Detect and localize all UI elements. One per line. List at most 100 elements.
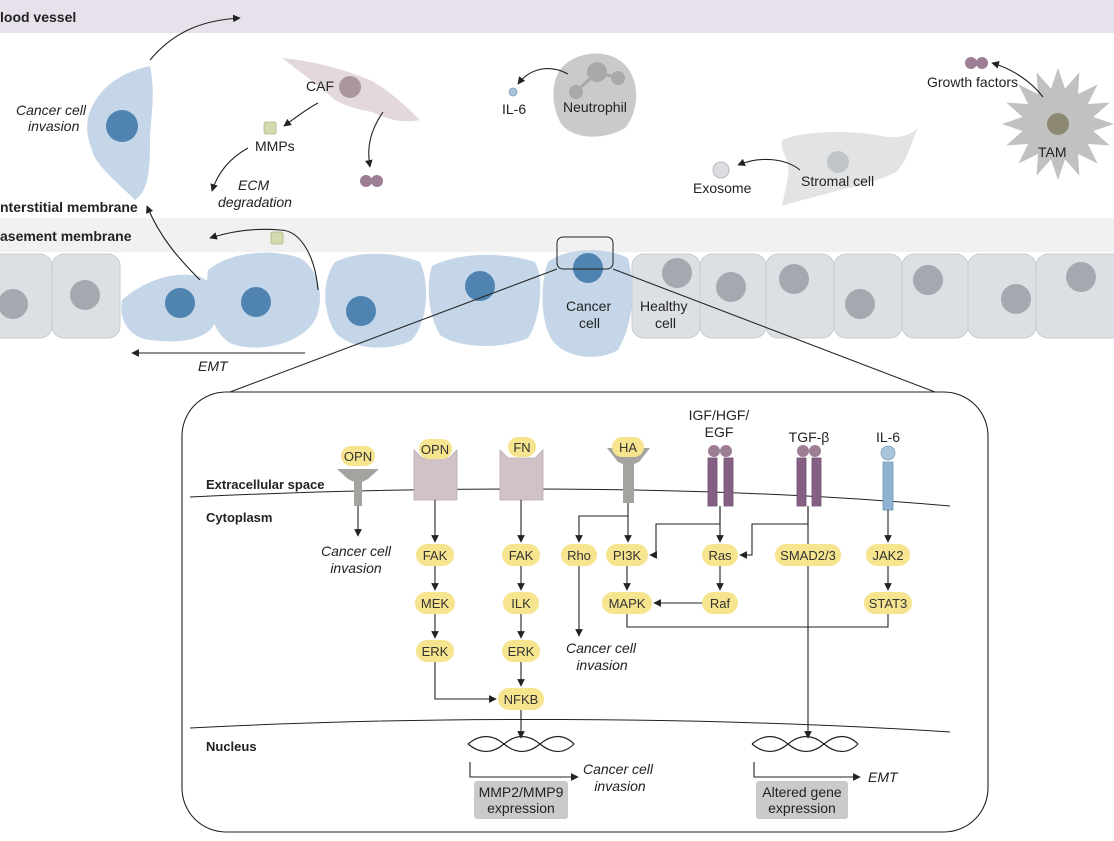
il6-label: IL-6	[502, 101, 526, 117]
altered-expression-box	[756, 781, 848, 819]
igf-label-1: IGF/HGF/	[689, 407, 750, 423]
rho-invasion-label-2: invasion	[576, 657, 628, 673]
altered-expression-label-2: expression	[768, 800, 836, 816]
svg-text:STAT3: STAT3	[869, 596, 908, 611]
svg-text:NFKB: NFKB	[504, 692, 539, 707]
invading-cancer-nucleus	[106, 110, 138, 142]
opn2-ligand-pill	[419, 439, 452, 459]
ha-receptor	[607, 448, 650, 503]
cancer-cell-label-2: cell	[579, 315, 600, 331]
healthy-cells-left	[0, 253, 121, 339]
fn-receptor	[499, 449, 544, 501]
opn1-receptor	[337, 469, 379, 506]
healthy-cells-right	[631, 253, 1114, 339]
erk2-node: ERK	[502, 640, 540, 662]
il6-receptor-label: IL-6	[876, 429, 900, 445]
rho-node: Rho	[561, 544, 597, 566]
mmp-invasion-label-1: Cancer cell	[583, 761, 654, 777]
jak2-node: JAK2	[866, 544, 910, 566]
fn-ligand-pill	[508, 437, 536, 457]
rho-invasion-label-1: Cancer cell	[566, 640, 637, 656]
nfkb-node: NFKB	[498, 688, 544, 710]
erk1-node: ERK	[416, 640, 454, 662]
zoom-line-right	[612, 268, 936, 393]
igf-label-2: EGF	[705, 424, 734, 440]
mmp-transcription-arrow	[469, 762, 579, 781]
caf-to-mmp-arrow	[283, 102, 319, 127]
il6-receptor	[880, 445, 896, 511]
opn1-label: OPN	[344, 449, 372, 464]
igf-receptor	[707, 445, 734, 507]
caf-growth-factor	[360, 175, 383, 187]
opn2-receptor	[413, 449, 458, 501]
mapk-node: MAPK	[602, 592, 652, 614]
svg-text:ERK: ERK	[508, 644, 535, 659]
svg-text:FAK: FAK	[509, 548, 534, 563]
healthy-cell-label-2: cell	[655, 315, 676, 331]
cell-to-mmp-arrow	[209, 228, 319, 291]
exosome-dot	[712, 161, 730, 179]
fak2-node: FAK	[502, 544, 540, 566]
neutrophil-nucleus	[569, 62, 625, 99]
mmp-expression-label-1: MMP2/MMP9	[479, 784, 564, 800]
zoom-box	[556, 236, 614, 270]
ha-ligand-pill	[612, 437, 644, 457]
ras-node: Ras	[702, 544, 738, 566]
tgf-receptor	[796, 445, 822, 507]
tam-label: TAM	[1038, 144, 1067, 160]
ecm-label-2: degradation	[218, 194, 292, 210]
ecm-label-1: ECM	[238, 177, 269, 193]
mek-node: MEK	[415, 592, 455, 614]
svg-text:MAPK: MAPK	[609, 596, 646, 611]
opn1-ligand-pill	[341, 446, 375, 466]
neutrophil-il6-arrow	[517, 68, 569, 85]
invasion-arrow	[149, 14, 241, 61]
tam-nucleus	[1047, 113, 1069, 135]
mmp-arrow	[210, 147, 249, 192]
cancer-invasion-label-1: Cancer cell	[16, 102, 87, 118]
opn2-label: OPN	[421, 442, 449, 457]
signaling-panel	[181, 391, 989, 833]
nuclear-membrane	[189, 718, 951, 733]
stromal-cell	[781, 128, 918, 206]
dna-helix-left	[467, 735, 575, 753]
svg-text:JAK2: JAK2	[872, 548, 903, 563]
svg-text:MEK: MEK	[421, 596, 450, 611]
il6-dot	[508, 87, 518, 97]
fn-label: FN	[513, 440, 530, 455]
cancer-invasion-label-2: invasion	[28, 118, 80, 134]
smad-node: SMAD2/3	[775, 544, 841, 566]
svg-text:FAK: FAK	[423, 548, 448, 563]
dna-helix-right	[751, 735, 859, 753]
caf-to-growth-arrow	[364, 111, 384, 168]
tam-growth-arrow	[991, 61, 1044, 98]
ilk-node: ILK	[503, 592, 539, 614]
tgf-label: TGF-β	[789, 429, 830, 445]
ha-label: HA	[619, 440, 637, 455]
stromal-nucleus	[827, 151, 849, 173]
basement-membrane-label: asement membrane	[0, 228, 132, 244]
caf-nucleus	[339, 76, 361, 98]
tam-growth-factor	[965, 57, 988, 69]
pi3k-node: PI3K	[606, 544, 648, 566]
svg-text:Raf: Raf	[710, 596, 731, 611]
nucleus-label: Nucleus	[206, 739, 257, 754]
zoom-line-left	[229, 268, 558, 393]
stromal-exosome-arrow	[737, 158, 801, 171]
growth-factors-label: Growth factors	[927, 74, 1018, 90]
cancer-cells-layer	[121, 250, 633, 357]
mmp-square	[263, 121, 277, 135]
svg-text:SMAD2/3: SMAD2/3	[780, 548, 836, 563]
healthy-cell-label-1: Healthy	[640, 298, 687, 314]
svg-text:PI3K: PI3K	[613, 548, 642, 563]
altered-expression-label-1: Altered gene	[762, 784, 842, 800]
exosome-label: Exosome	[693, 180, 752, 196]
svg-text:ERK: ERK	[422, 644, 449, 659]
mmp-invasion-label-2: invasion	[594, 778, 646, 794]
svg-text:Ras: Ras	[708, 548, 732, 563]
svg-text:Rho: Rho	[567, 548, 591, 563]
opn-invasion-label-2: invasion	[330, 560, 382, 576]
blood-vessel-label: lood vessel	[0, 9, 76, 25]
caf-label: CAF	[306, 78, 334, 94]
